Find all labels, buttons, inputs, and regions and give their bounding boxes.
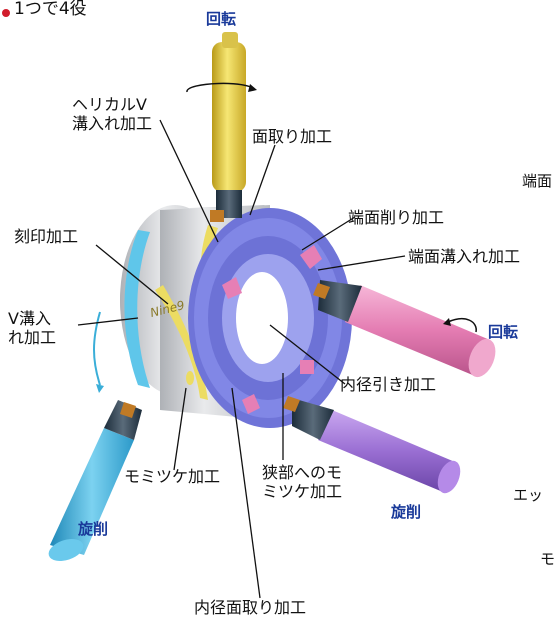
header-title: 1つで4役 <box>14 0 87 19</box>
turning-label-left: 旋削 <box>78 520 108 539</box>
callout-narrow-knurl: 狭部へのモ ミツケ加工 <box>262 463 342 501</box>
callout-id-pull: 内径引き加工 <box>340 375 436 394</box>
turning-label-right: 旋削 <box>391 503 421 522</box>
cutoff-text-b: エッ <box>513 484 543 505</box>
callout-chamfer: 面取り加工 <box>252 127 332 146</box>
rotation-label-top: 回転 <box>206 10 236 29</box>
callout-face-groove: 端面溝入れ加工 <box>408 247 520 266</box>
callout-engrave: 刻印加工 <box>14 227 78 246</box>
callout-v-groove: V溝入 れ加工 <box>8 309 56 347</box>
cutoff-text-a: 端面 <box>522 170 552 191</box>
callout-id-chamfer: 内径面取り加工 <box>194 598 306 617</box>
rotation-label-right: 回転 <box>488 323 518 342</box>
callout-helical-groove: ヘリカルV 溝入れ加工 <box>72 95 152 133</box>
cutoff-text-c: モ <box>540 548 555 569</box>
header-bullet <box>2 9 10 17</box>
callout-end-face: 端面削り加工 <box>348 208 444 227</box>
tool-top-yellow <box>187 32 257 222</box>
callout-knurl: モミツケ加工 <box>124 467 220 486</box>
